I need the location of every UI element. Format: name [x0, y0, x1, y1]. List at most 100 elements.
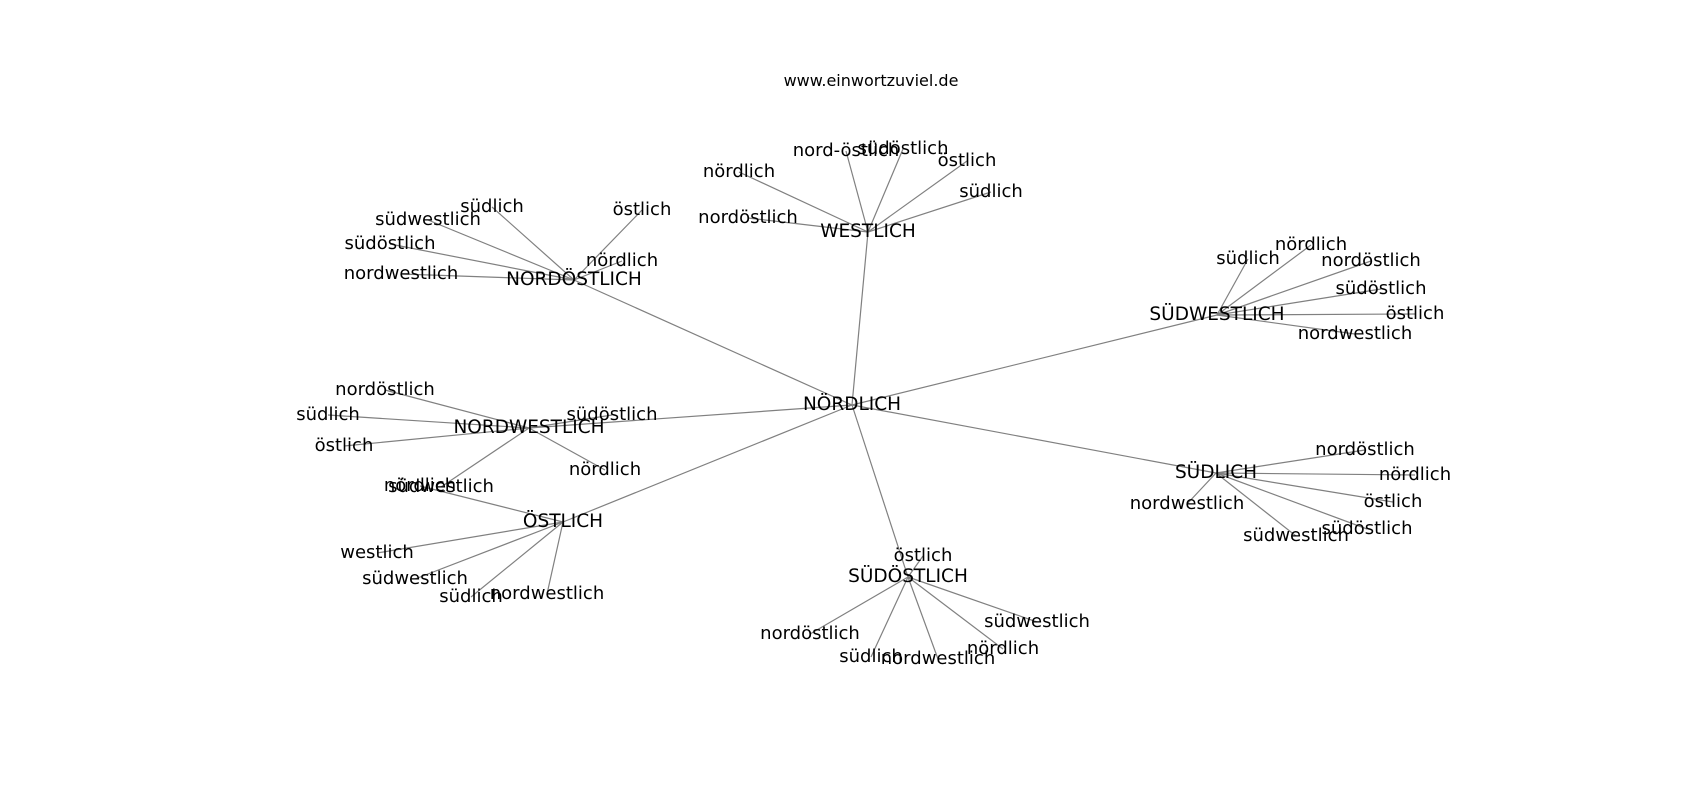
hub-node-suedlich: SÜDLICH	[1175, 461, 1257, 483]
edge-suedoestlich-oestlich	[907, 555, 924, 578]
edge-suedlich-noerdlich	[1215, 472, 1416, 476]
leaf-node-nordoestlich-noerdlich: nördlich	[586, 250, 658, 271]
leaf-node-nordoestlich-suedlich: südlich	[460, 196, 524, 217]
leaf-node-suedwestlich-oestlich: östlich	[1386, 303, 1445, 324]
edge-suedwestlich-nordwestlich	[1216, 314, 1356, 335]
leaf-node-suedoestlich-oestlich: östlich	[894, 545, 953, 566]
graph-edges	[327, 148, 1416, 660]
edge-suedwestlich-suedlich	[1216, 258, 1249, 316]
edge-nordwestlich-nordoestlich	[384, 389, 530, 429]
edge-root-suedwestlich	[851, 314, 1218, 406]
edge-nordwestlich-suedwestlich	[440, 427, 530, 488]
edge-suedoestlich-nordwestlich	[907, 576, 939, 660]
edge-oestlich-suedlich	[470, 521, 564, 598]
leaf-node-suedoestlich-suedwestlich: südwestlich	[984, 611, 1090, 632]
leaf-node-nordwestlich-suedoestlich: südöstlich	[567, 404, 658, 425]
edge-oestlich-nordwestlich	[546, 521, 564, 595]
edge-nordwestlich-noerdlich	[528, 427, 606, 471]
leaf-node-suedoestlich-nordoestlich: nordöstlich	[760, 623, 860, 644]
edge-westlich-nordoestlich	[747, 217, 869, 233]
edge-nordoestlich-suedwestlich	[427, 219, 575, 281]
edge-westlich-suedlich	[867, 191, 992, 233]
leaf-node-suedlich-suedwestlich: südwestlich	[1243, 525, 1349, 546]
edge-suedoestlich-nordoestlich	[809, 576, 909, 635]
edge-root-suedoestlich	[851, 404, 909, 578]
leaf-node-nordwestlich-nordoestlich: nordöstlich	[335, 379, 435, 400]
edge-suedoestlich-suedwestlich	[907, 576, 1038, 623]
edge-root-suedlich	[851, 404, 1217, 474]
leaf-node-nordwestlich-noerdlich: nördlich	[569, 459, 641, 480]
edge-oestlich-noerdlich	[419, 485, 564, 523]
edge-suedlich-nordwestlich	[1186, 472, 1217, 505]
leaf-node-suedwestlich-suedoestlich: südöstlich	[1336, 278, 1427, 299]
edge-suedlich-suedoestlich	[1215, 472, 1368, 530]
leaf-node-suedwestlich-nordoestlich: nordöstlich	[1321, 250, 1421, 271]
leaf-node-nordoestlich-nordwestlich: nordwestlich	[344, 263, 458, 284]
leaf-node-oestlich-suedlich: südlich	[439, 586, 503, 607]
edge-suedlich-nordoestlich	[1215, 449, 1366, 474]
leaf-node-westlich-oestlich: östlich	[938, 150, 997, 171]
edge-nordwestlich-suedlich	[327, 414, 530, 429]
edge-suedwestlich-suedoestlich	[1216, 288, 1382, 316]
page-title: www.einwortzuviel.de	[783, 71, 959, 90]
leaf-node-westlich-suedoestlich: südöstlich	[858, 138, 949, 159]
hub-node-nordwestlich: NORDWESTLICH	[453, 417, 604, 438]
hub-node-suedoestlich: SÜDÖSTLICH	[848, 565, 968, 587]
edge-oestlich-westlich	[376, 521, 564, 554]
edge-suedlich-oestlich	[1215, 472, 1394, 503]
leaf-node-nordoestlich-suedoestlich: südöstlich	[345, 233, 436, 254]
leaf-node-nordoestlich-oestlich: östlich	[613, 199, 672, 220]
leaf-node-suedwestlich-nordwestlich: nordwestlich	[1298, 323, 1412, 344]
edge-westlich-suedoestlich	[867, 148, 904, 233]
hub-node-westlich: WESTLICH	[820, 221, 916, 242]
leaf-node-nordwestlich-suedwestlich: südwestlich	[388, 476, 494, 497]
edge-suedwestlich-oestlich	[1216, 313, 1416, 316]
leaf-node-suedlich-nordwestlich: nordwestlich	[1130, 493, 1244, 514]
edge-westlich-oestlich	[867, 160, 968, 233]
edge-root-nordoestlich	[573, 279, 853, 406]
edge-suedwestlich-noerdlich	[1216, 244, 1312, 316]
edge-nordwestlich-suedoestlich	[528, 414, 613, 429]
leaf-node-oestlich-suedwestlich: südwestlich	[362, 568, 468, 589]
edge-suedoestlich-suedlich	[870, 576, 909, 658]
edge-suedwestlich-nordoestlich	[1216, 260, 1372, 316]
leaf-node-oestlich-noerdlich: nördlich	[384, 475, 456, 496]
edge-westlich-nord-oestlich	[845, 150, 869, 233]
leaf-node-westlich-noerdlich: nördlich	[703, 161, 775, 182]
leaf-node-westlich-nordoestlich: nordöstlich	[698, 207, 798, 228]
edge-suedlich-suedwestlich	[1215, 472, 1297, 537]
edge-suedoestlich-noerdlich	[907, 576, 1004, 650]
leaf-node-suedlich-nordoestlich: nordöstlich	[1315, 439, 1415, 460]
edge-root-nordwestlich	[528, 404, 853, 429]
edge-root-oestlich	[562, 404, 853, 523]
edge-nordoestlich-oestlich	[573, 209, 643, 281]
leaf-node-suedlich-oestlich: östlich	[1364, 491, 1423, 512]
leaf-node-westlich-nord-oestlich: nord-östlich	[793, 140, 900, 161]
graph-labels: nördlichnord-östlichsüdöstlichöstlichsüd…	[296, 138, 1451, 669]
leaf-node-westlich-suedlich: südlich	[959, 181, 1023, 202]
edge-oestlich-suedwestlich	[414, 521, 564, 580]
hub-node-oestlich: ÖSTLICH	[523, 510, 603, 532]
edge-nordoestlich-nordwestlich	[400, 273, 575, 281]
leaf-node-suedlich-noerdlich: nördlich	[1379, 464, 1451, 485]
leaf-node-oestlich-westlich: westlich	[340, 542, 414, 563]
root-node-noerdlich: NÖRDLICH	[803, 393, 901, 415]
leaf-node-suedwestlich-suedlich: südlich	[1216, 248, 1280, 269]
leaf-node-nordwestlich-oestlich: östlich	[315, 435, 374, 456]
leaf-node-oestlich-nordwestlich: nordwestlich	[490, 583, 604, 604]
leaf-node-suedoestlich-noerdlich: nördlich	[967, 638, 1039, 659]
leaf-node-nordwestlich-suedlich: südlich	[296, 404, 360, 425]
edge-root-westlich	[851, 231, 869, 406]
edge-westlich-noerdlich	[738, 171, 869, 233]
leaf-node-suedlich-suedoestlich: südöstlich	[1322, 518, 1413, 539]
hub-node-nordoestlich: NORDÖSTLICH	[506, 268, 642, 290]
hub-node-suedwestlich: SÜDWESTLICH	[1149, 303, 1284, 325]
leaf-node-nordoestlich-suedwestlich: südwestlich	[375, 209, 481, 230]
leaf-node-suedoestlich-nordwestlich: nordwestlich	[881, 648, 995, 669]
edge-nordoestlich-noerdlich	[573, 260, 623, 281]
leaf-node-suedwestlich-noerdlich: nördlich	[1275, 234, 1347, 255]
edge-nordoestlich-suedoestlich	[389, 243, 575, 281]
edge-nordoestlich-suedlich	[491, 206, 575, 281]
